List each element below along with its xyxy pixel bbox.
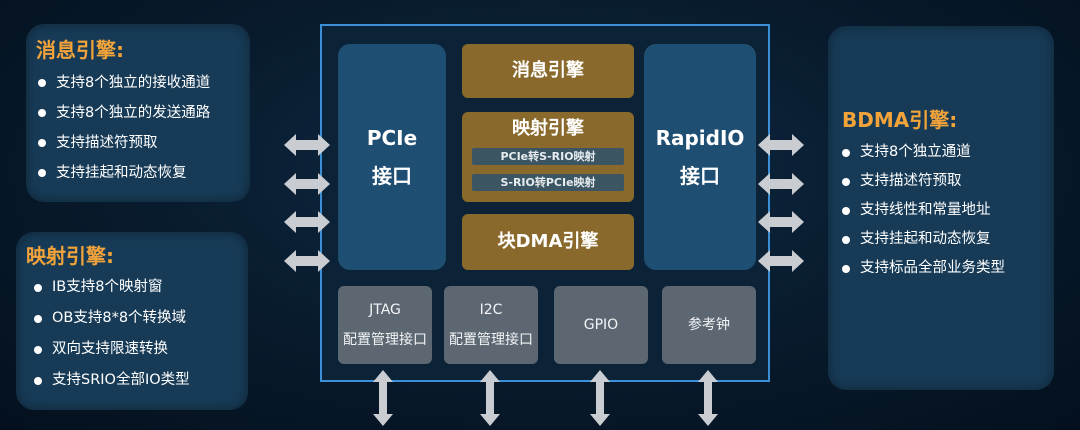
pcie-label: PCIe — [366, 126, 418, 150]
bdma-engine-panel-title: BDMA引擎: — [842, 108, 958, 132]
i2c-config-interface: I2C 配置管理接口 — [444, 286, 538, 364]
list-item: 支持描述符预取 — [842, 167, 1005, 196]
left-bidirectional-arrow — [284, 173, 330, 195]
rapidio-label: RapidIO — [655, 126, 745, 150]
jtag-config-interface: JTAG 配置管理接口 — [338, 286, 432, 364]
message-engine-block: 消息引擎 — [462, 44, 634, 98]
list-item: 支持线性和常量地址 — [842, 196, 1005, 225]
right-bidirectional-arrow — [758, 134, 804, 156]
pcie-sub-label: 接口 — [372, 164, 412, 188]
list-item: 双向支持限速转换 — [34, 334, 190, 365]
list-item: 支持SRIO全部IO类型 — [34, 365, 190, 396]
list-item: 支持8个独立的发送通路 — [38, 98, 210, 128]
pcie-interface-block: PCIe 接口 — [338, 44, 446, 270]
rapidio-interface-block: RapidIO 接口 — [644, 44, 756, 270]
bottom-bidirectional-arrow — [698, 370, 718, 426]
bdma-engine-panel: BDMA引擎: 支持8个独立通道 支持描述符预取 支持线性和常量地址 支持挂起和… — [828, 26, 1054, 390]
bottom-bidirectional-arrow — [590, 370, 610, 426]
right-bidirectional-arrow — [758, 250, 804, 272]
list-item: OB支持8*8个转换域 — [34, 303, 190, 334]
list-item: 支持标品全部业务类型 — [842, 254, 1005, 283]
jtag-sub-label: 配置管理接口 — [343, 332, 427, 348]
right-bidirectional-arrow — [758, 211, 804, 233]
srio-to-pcie-mapping: S-RIO转PCIe映射 — [472, 174, 624, 191]
list-item: 支持挂起和动态恢复 — [38, 158, 210, 188]
left-bidirectional-arrow — [284, 250, 330, 272]
i2c-sub-label: 配置管理接口 — [449, 332, 533, 348]
mapping-engine-panel-title: 映射引擎: — [26, 244, 114, 268]
chip-block: PCIe 接口 RapidIO 接口 消息引擎 映射引擎 PCIe转S-RIO映… — [320, 24, 770, 382]
right-bidirectional-arrow — [758, 173, 804, 195]
message-engine-panel: 消息引擎: 支持8个独立的接收通道 支持8个独立的发送通路 支持描述符预取 支持… — [26, 24, 250, 202]
message-engine-panel-title: 消息引擎: — [36, 38, 124, 62]
i2c-label: I2C — [479, 302, 503, 318]
list-item: 支持挂起和动态恢复 — [842, 225, 1005, 254]
list-item: 支持8个独立通道 — [842, 138, 1005, 167]
rapidio-sub-label: 接口 — [680, 164, 720, 188]
bdma-engine-feature-list: 支持8个独立通道 支持描述符预取 支持线性和常量地址 支持挂起和动态恢复 支持标… — [842, 138, 1005, 283]
mapping-engine-feature-list: IB支持8个映射窗 OB支持8*8个转换域 双向支持限速转换 支持SRIO全部I… — [34, 272, 190, 396]
mapping-engine-panel: 映射引擎: IB支持8个映射窗 OB支持8*8个转换域 双向支持限速转换 支持S… — [16, 232, 248, 410]
mapping-engine-title: 映射引擎 — [512, 118, 584, 139]
reference-clock-label: 参考钟 — [688, 317, 730, 333]
left-bidirectional-arrow — [284, 134, 330, 156]
jtag-label: JTAG — [369, 302, 401, 318]
bottom-bidirectional-arrow — [373, 370, 393, 426]
list-item: IB支持8个映射窗 — [34, 272, 190, 303]
bottom-bidirectional-arrow — [480, 370, 500, 426]
mapping-engine-block: 映射引擎 PCIe转S-RIO映射 S-RIO转PCIe映射 — [462, 112, 634, 202]
pcie-to-srio-mapping: PCIe转S-RIO映射 — [472, 148, 624, 165]
message-engine-feature-list: 支持8个独立的接收通道 支持8个独立的发送通路 支持描述符预取 支持挂起和动态恢… — [38, 68, 210, 188]
left-bidirectional-arrow — [284, 211, 330, 233]
list-item: 支持描述符预取 — [38, 128, 210, 158]
block-dma-engine-block: 块DMA引擎 — [462, 214, 634, 270]
gpio-label: GPIO — [583, 317, 619, 333]
list-item: 支持8个独立的接收通道 — [38, 68, 210, 98]
reference-clock-interface: 参考钟 — [662, 286, 756, 364]
gpio-interface: GPIO — [554, 286, 648, 364]
